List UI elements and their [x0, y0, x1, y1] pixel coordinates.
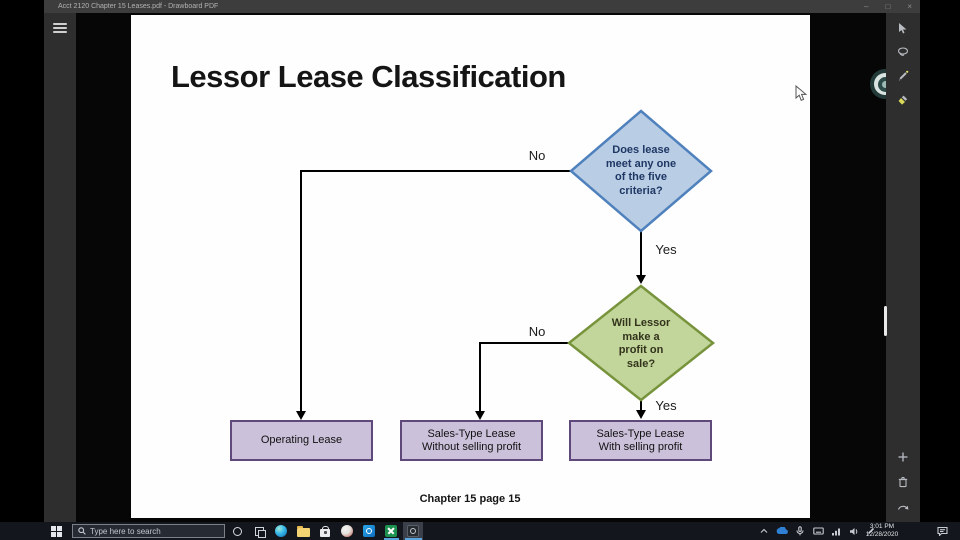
globe-app-button[interactable] [338, 522, 356, 540]
menu-icon[interactable] [53, 21, 67, 35]
decision-profit-text: Will Lessor make a profit on sale? [611, 317, 671, 370]
decision-criteria-text: Does lease meet any one of the five crit… [605, 144, 677, 197]
title-bar: Acct 2120 Chapter 15 Leases.pdf - Drawbo… [44, 0, 920, 13]
mouse-cursor-icon [795, 85, 807, 101]
volume-icon [850, 527, 858, 535]
cortana-button[interactable] [228, 522, 246, 540]
select-tool-icon[interactable] [896, 21, 910, 35]
pdf-page: Lessor Lease Classification Does lease m… [131, 15, 810, 518]
lasso-tool-icon[interactable] [896, 45, 910, 59]
action-center-icon [936, 526, 948, 536]
branch-label-yes-bottom: Yes [655, 398, 677, 413]
cortana-icon [232, 526, 242, 536]
clock-time: 3:01 PM [869, 523, 895, 530]
tray-expand-button[interactable] [756, 522, 772, 540]
excel-app-button[interactable] [382, 522, 400, 540]
branch-label-yes-top: Yes [655, 242, 677, 257]
outlook-app-button[interactable] [360, 522, 378, 540]
locked-bag-icon [320, 525, 330, 537]
network-icon [832, 528, 840, 535]
arrow-no-to-sales-without [479, 342, 569, 412]
volume-tray-button[interactable] [846, 522, 862, 540]
task-view-icon [254, 526, 266, 538]
file-explorer-icon [296, 525, 310, 537]
action-center-button[interactable] [932, 522, 952, 540]
globe-app-icon [341, 525, 353, 537]
arrow-no-to-operating [300, 170, 571, 412]
decision-diamond-profit [566, 284, 716, 402]
outlook-icon [363, 525, 375, 537]
start-button[interactable] [44, 522, 68, 540]
touch-keyboard-icon [812, 527, 824, 535]
maximize-button[interactable]: □ [885, 2, 891, 11]
microphone-tray-button[interactable] [792, 522, 808, 540]
store-app-button[interactable] [316, 522, 334, 540]
taskbar: Type here to search 3:01 PM 12/28/2020 [0, 522, 960, 540]
right-toolbar [884, 13, 920, 522]
pen-tray-button[interactable] [862, 522, 878, 540]
minimize-button[interactable]: – [864, 2, 869, 11]
pen-tool-icon[interactable] [896, 69, 910, 83]
clock-date: 12/28/2020 [865, 531, 899, 538]
taskbar-search-input[interactable]: Type here to search [72, 524, 225, 538]
drawboard-app-button[interactable] [403, 522, 423, 540]
page-title: Lessor Lease Classification [171, 59, 566, 94]
trash-button[interactable] [896, 475, 910, 489]
undo-icon[interactable] [896, 500, 910, 514]
windows-logo-icon [50, 525, 62, 537]
onedrive-cloud-icon [776, 527, 788, 534]
pdf-canvas: Lessor Lease Classification Does lease m… [76, 13, 900, 522]
add-button[interactable] [896, 450, 910, 464]
drawboard-running-indicator [405, 538, 422, 540]
flowchart-graphics [296, 109, 716, 420]
branch-label-no-bottom: No [528, 324, 546, 339]
highlighter-tool-icon[interactable] [896, 93, 910, 107]
close-button[interactable]: × [907, 2, 912, 11]
edge-app-button[interactable] [272, 522, 290, 540]
keyboard-tray-button[interactable] [810, 522, 826, 540]
onedrive-tray-button[interactable] [774, 522, 790, 540]
windows-ink-pen-icon [866, 527, 874, 535]
file-explorer-button[interactable] [294, 522, 312, 540]
branch-label-no-top: No [528, 148, 546, 163]
task-view-button[interactable] [250, 522, 268, 540]
microphone-icon [796, 526, 804, 536]
drawboard-icon [407, 525, 419, 537]
network-tray-button[interactable] [828, 522, 844, 540]
box-operating-lease: Operating Lease [230, 420, 373, 461]
box-sales-type-with-profit: Sales-Type Lease With selling profit [569, 420, 712, 461]
document-title: Acct 2120 Chapter 15 Leases.pdf - Drawbo… [58, 3, 219, 10]
tray-clock[interactable]: 3:01 PM 12/28/2020 [856, 523, 908, 539]
search-placeholder: Type here to search [90, 526, 161, 536]
left-toolbar [44, 13, 76, 522]
edge-icon [275, 525, 287, 537]
drawboard-pdf-window: Acct 2120 Chapter 15 Leases.pdf - Drawbo… [44, 0, 920, 522]
excel-running-indicator [384, 538, 399, 540]
chevron-up-icon [760, 528, 768, 533]
page-caption: Chapter 15 page 15 [419, 493, 521, 505]
box-sales-type-without-profit: Sales-Type Lease Without selling profit [400, 420, 543, 461]
decision-diamond-criteria [569, 109, 713, 233]
excel-icon [385, 525, 397, 537]
scrollbar-thumb[interactable] [884, 306, 887, 336]
search-icon [78, 527, 86, 535]
